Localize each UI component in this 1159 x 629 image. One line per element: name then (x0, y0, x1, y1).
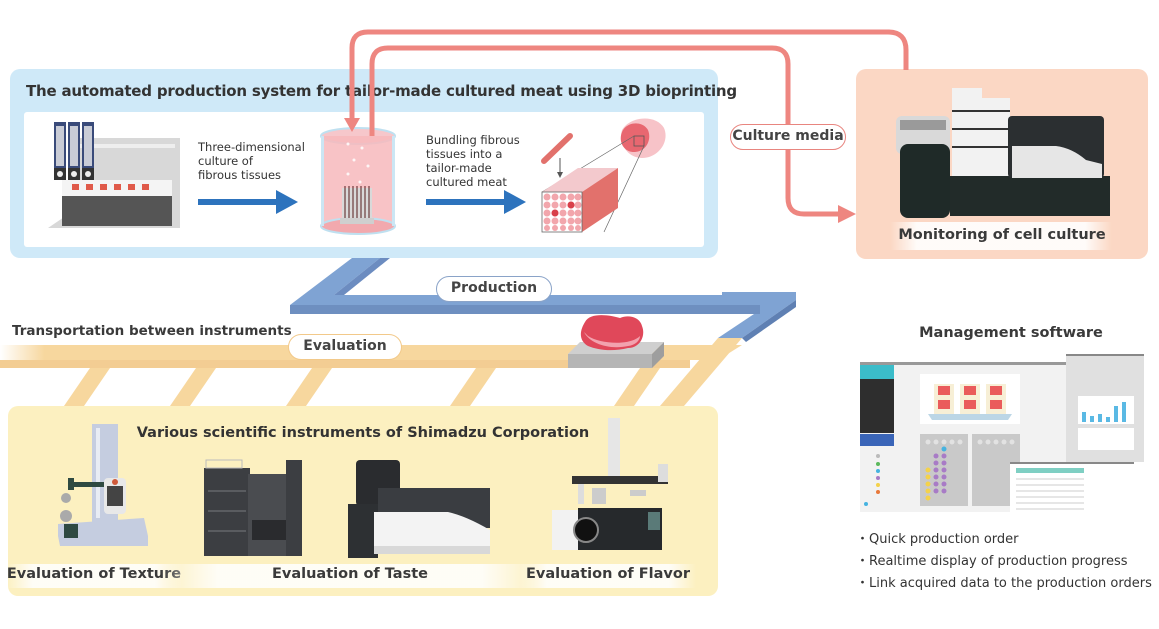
mass-spectrometer-icon (348, 460, 490, 558)
feature-item: ・Quick production order (856, 532, 1019, 547)
process-arrow-icon (198, 190, 298, 214)
taste-evaluation-label: Evaluation of Taste (272, 566, 428, 582)
culture-media-label: Culture media (730, 124, 846, 150)
process-arrow-icon (426, 190, 526, 214)
production-track-label: Production (436, 276, 552, 302)
flavor-evaluation-label: Evaluation of Flavor (526, 566, 690, 582)
software-table-window (1010, 462, 1134, 518)
culture-vessel-icon (320, 127, 396, 235)
software-main-window (860, 362, 1090, 512)
meat-fiber-bundle-icon (541, 118, 666, 233)
texture-analyzer-icon (58, 424, 148, 546)
hplc-instrument-icon (204, 459, 302, 556)
management-software-title: Management software (919, 325, 1103, 341)
monitoring-label-background (890, 222, 1112, 250)
transport-label: Transportation between instruments (12, 323, 292, 339)
management-software-screenshot (860, 354, 1144, 518)
bioprinter-icon (48, 122, 180, 228)
production-system-title: The automated production system for tail… (26, 82, 737, 100)
evaluation-track-label: Evaluation (288, 334, 402, 360)
texture-label-background (6, 564, 182, 588)
flavor-label-background (520, 564, 696, 588)
feature-item: ・Link acquired data to the production or… (856, 576, 1152, 591)
taste-label-background (160, 564, 540, 588)
meat-sample-icon (568, 315, 664, 368)
lcms-instrument-icon (896, 88, 1110, 218)
feature-item: ・Realtime display of production progress (856, 554, 1128, 569)
evaluation-panel-title: Various scientific instruments of Shimad… (136, 425, 590, 441)
texture-evaluation-label: Evaluation of Texture (6, 566, 182, 582)
monitoring-label: Monitoring of cell culture (898, 227, 1106, 243)
step-label-bundling: Bundling fibrous tissues into a tailor-m… (426, 133, 520, 189)
gc-instrument-icon (552, 418, 668, 550)
step-label-3d-culture: Three-dimensional culture of fibrous tis… (198, 140, 305, 182)
software-report-window (1066, 354, 1144, 462)
